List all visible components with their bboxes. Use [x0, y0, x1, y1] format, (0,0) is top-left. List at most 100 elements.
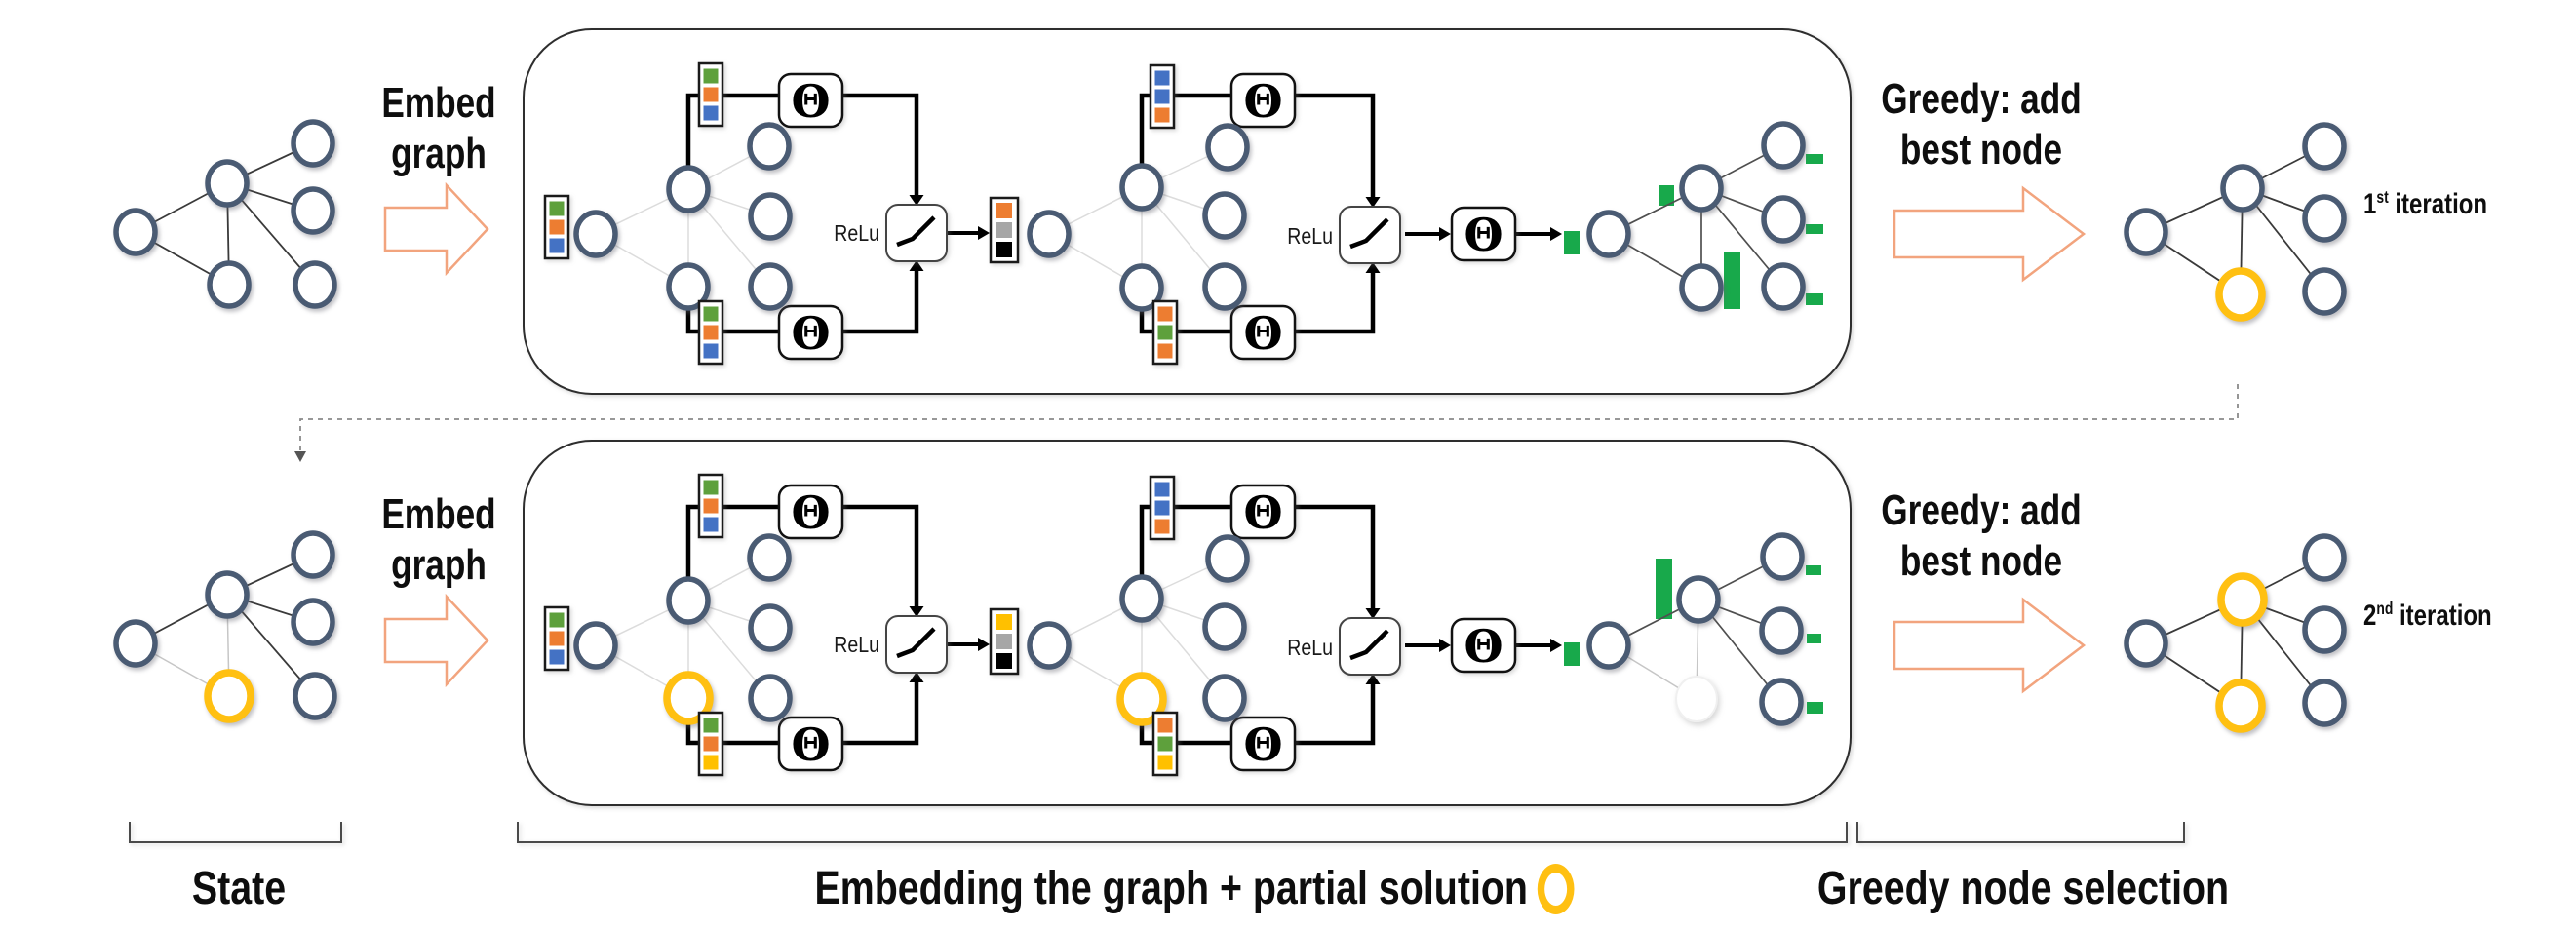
theta-symbol: Θ — [791, 307, 830, 360]
theta-symbol: Θ — [1243, 718, 1282, 771]
feature-square-green — [549, 612, 565, 628]
feature-square-yellow — [703, 755, 719, 770]
feature-square-green — [549, 201, 565, 216]
message-path — [685, 93, 779, 172]
embed-arrow-icon — [383, 593, 489, 688]
partial-solution-node-icon — [1537, 863, 1575, 914]
message-path — [842, 682, 919, 746]
q-value-bar — [1807, 634, 1821, 643]
graph-node — [1202, 602, 1247, 651]
theta-symbol: Θ — [791, 718, 830, 771]
flow-arrowhead-icon — [978, 226, 990, 240]
graph-node — [1119, 263, 1164, 312]
flow-arrowhead-icon — [1550, 639, 1562, 652]
relu-activation-icon — [896, 215, 936, 248]
graph-node — [2124, 208, 2168, 256]
embedding-label-text: Embedding the graph + partial solution — [814, 863, 1528, 914]
flow-arrowhead-icon — [1439, 227, 1451, 241]
state-label-text: State — [191, 863, 287, 914]
graph-node — [1759, 606, 1804, 655]
greedy-arrow-icon — [1893, 597, 2087, 694]
theta-symbol: Θ — [791, 486, 830, 539]
graph-node — [1679, 164, 1724, 213]
relu-label: ReLu — [834, 220, 879, 246]
embedding-box-2 — [523, 440, 1852, 806]
feature-square-orange — [703, 736, 719, 752]
graph-node — [666, 262, 711, 311]
theta-box: Θ — [777, 72, 844, 129]
graph-node — [1586, 210, 1631, 258]
message-path — [1139, 504, 1231, 579]
feature-square-orange — [1154, 519, 1170, 534]
node-feature-vector — [1149, 63, 1176, 130]
node-feature-vector — [1151, 299, 1179, 366]
message-path — [1293, 504, 1376, 608]
message-path — [1293, 93, 1376, 197]
node-feature-vector — [1151, 711, 1179, 777]
message-arrowhead-icon — [1365, 262, 1381, 273]
q-value-bar — [1724, 252, 1740, 309]
flow-arrowhead-icon — [978, 638, 990, 651]
graph-node — [747, 533, 792, 582]
feature-square-blue — [1154, 500, 1170, 516]
feature-square-green — [1157, 736, 1173, 752]
embedding-vector — [989, 607, 1020, 676]
embedding-box-1 — [523, 28, 1852, 395]
theta-symbol: Θ — [1243, 307, 1282, 360]
feature-square-black — [996, 653, 1012, 669]
relu-box — [885, 204, 948, 262]
greedy-label-line2: best node — [1899, 125, 2063, 174]
graph-node — [1202, 262, 1247, 311]
graph-node — [291, 186, 335, 235]
node-feature-vector — [697, 61, 724, 128]
q-value-bar — [1806, 293, 1823, 305]
relu-activation-icon — [896, 627, 936, 659]
state-bracket — [129, 822, 342, 843]
iteration-ordinal: nd — [2376, 599, 2394, 618]
relu-activation-icon — [1349, 629, 1389, 661]
theta-box-frame — [1450, 206, 1517, 262]
embed-graph-label-1: Embed graph — [353, 78, 525, 179]
theta-box-frame — [777, 716, 844, 772]
feedback-arrowhead-icon — [294, 451, 306, 462]
solution-node — [2217, 572, 2268, 627]
q-value-bar — [1806, 224, 1823, 234]
iteration-label-1: 1st iteration — [2363, 187, 2487, 221]
greedy-add-label-1: Greedy: add best node — [1880, 74, 2083, 175]
message-path — [842, 271, 919, 334]
theta-box: Θ — [777, 304, 844, 361]
greedy-add-label-2: Greedy: add best node — [1880, 485, 2083, 587]
graph-node — [2302, 267, 2347, 316]
feature-square-blue — [703, 343, 719, 359]
graph-node — [205, 570, 250, 619]
graph-node — [1027, 210, 1072, 258]
iteration-number: 2 — [2363, 600, 2377, 632]
feature-square-blue — [1154, 89, 1170, 104]
graph-node — [1679, 263, 1724, 312]
feature-square-orange — [703, 498, 719, 514]
result-graph-2 — [2124, 533, 2347, 733]
theta-box-frame — [777, 484, 844, 540]
iteration-word: iteration — [2393, 600, 2492, 632]
graph-node — [1760, 532, 1805, 581]
embed-label-line1: Embed — [381, 79, 496, 127]
feature-square-green — [703, 68, 719, 84]
feature-square-gray — [996, 634, 1012, 649]
feature-square-orange — [549, 219, 565, 235]
graph-node — [573, 621, 618, 670]
graph-node — [748, 674, 793, 722]
relu-box — [885, 615, 948, 674]
result-graph-1 — [2124, 122, 2347, 322]
graph-node — [2302, 533, 2347, 582]
q-value-bar — [1659, 185, 1674, 206]
theta-box-frame — [1229, 304, 1297, 361]
graph-node — [1119, 163, 1164, 212]
solution-node — [2215, 679, 2266, 733]
qvalue-graph-1 — [1586, 121, 1806, 312]
feature-square-orange — [703, 87, 719, 102]
feature-square-blue — [549, 649, 565, 665]
graph-node — [748, 262, 793, 311]
iteration-word: iteration — [2388, 188, 2488, 220]
greedy-label-line1: Greedy: add — [1881, 75, 2082, 123]
message-path — [1139, 309, 1231, 334]
